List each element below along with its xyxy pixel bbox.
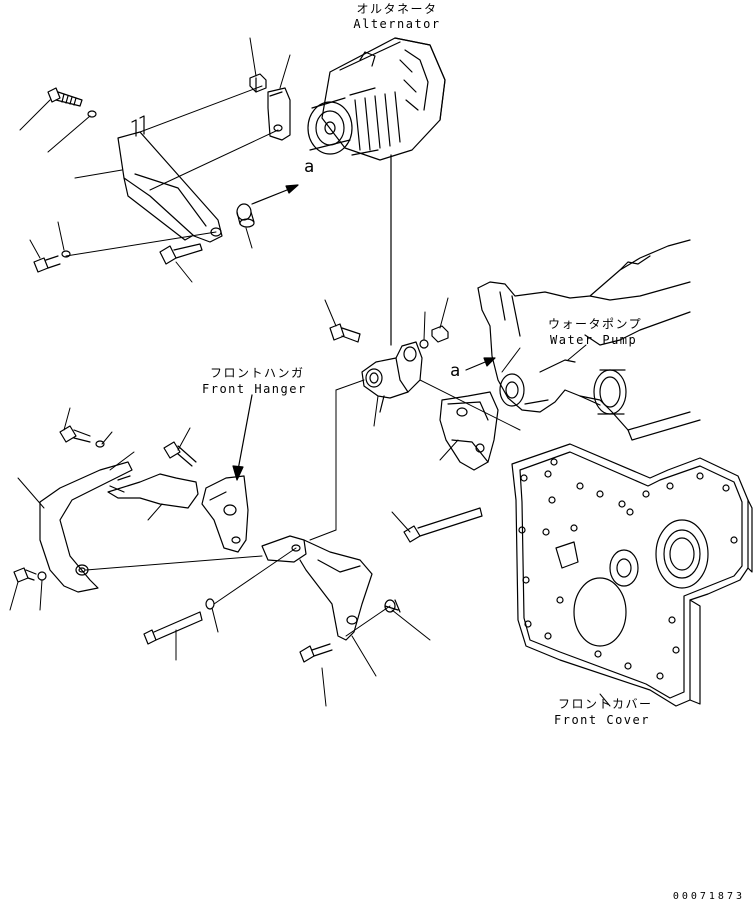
alternator-clip	[268, 88, 290, 140]
bolt-mount	[330, 324, 360, 342]
bolt-mid-left	[34, 256, 60, 272]
drawing-number: 00071873	[672, 891, 745, 902]
adjusting-bracket	[118, 116, 222, 242]
front-hanger-label-jp: フロントハンガ	[210, 366, 305, 380]
long-bolt-lower	[144, 612, 202, 644]
alternator-label-en: Alternator	[353, 17, 441, 31]
ref-arrow-a-lower	[466, 358, 495, 370]
front-cover	[512, 444, 752, 706]
water-pump	[478, 240, 700, 440]
washer-lower	[206, 599, 214, 609]
washer-mid-left	[62, 251, 70, 257]
bolt-hanger-left	[60, 426, 90, 442]
lower-stay	[262, 536, 372, 640]
water-pump-label-jp: ウォータポンプ	[548, 317, 643, 331]
ref-marker-a-upper: a	[304, 157, 316, 177]
alternator-label-jp: オルタネータ	[356, 2, 438, 16]
spacer-collar	[237, 204, 254, 227]
bolt-lower-left	[14, 568, 36, 582]
belt-cover	[40, 462, 132, 592]
bolt-hanger-mid	[164, 442, 196, 466]
bolt-bottom	[300, 644, 332, 662]
front-cover-label-en: Front Cover	[554, 713, 650, 727]
front-hanger-label-en: Front Hanger	[202, 382, 307, 396]
front-cover-label-jp: フロントカバー	[558, 697, 653, 711]
washer-top-left	[88, 111, 96, 117]
nut-mount	[432, 326, 448, 342]
leader-lines-mid	[310, 298, 586, 540]
alternator-mount-bracket	[362, 342, 422, 412]
ref-marker-a-lower: a	[450, 361, 462, 381]
leader-lines-lower	[10, 408, 430, 706]
bolt-top-left	[48, 88, 82, 106]
leader-lines-upper	[20, 38, 290, 282]
stay-bracket	[440, 392, 498, 470]
front-cover-bolt-holes	[519, 459, 737, 679]
spacer-lower	[385, 600, 400, 612]
front-hanger	[202, 476, 248, 552]
hanger-plate	[108, 474, 198, 508]
bolt-center	[160, 244, 202, 264]
washer-lower-left	[38, 572, 46, 580]
ref-arrow-a-upper	[252, 185, 298, 204]
front-hanger-arrow	[233, 395, 252, 480]
long-bolt	[404, 508, 482, 542]
water-pump-label-en: Water Pump	[550, 333, 638, 347]
nut-top	[250, 74, 266, 92]
leader-front-cover	[600, 694, 610, 706]
washer-mount	[420, 340, 428, 348]
alternator	[308, 38, 445, 160]
washer-hanger-left	[96, 441, 104, 447]
